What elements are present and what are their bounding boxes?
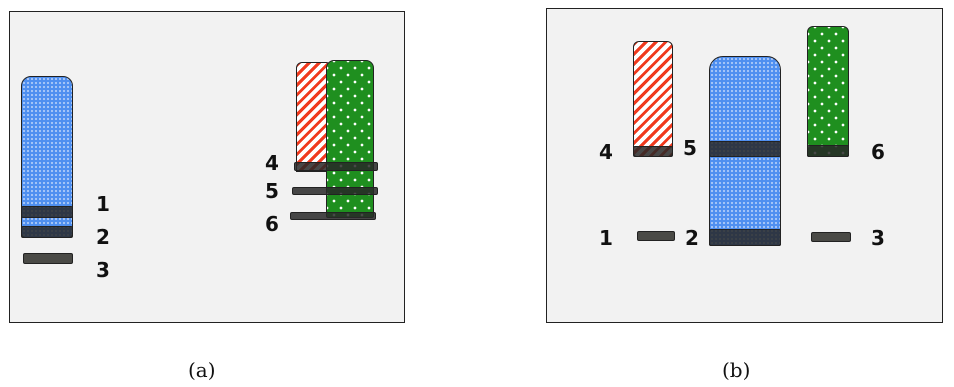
band-3 [811,232,851,242]
label-4: 4 [599,140,613,164]
panel-b: 4 5 6 1 2 3 [546,8,943,323]
red-column [633,41,673,157]
label-6: 6 [871,140,885,164]
band-3 [23,253,73,264]
band-6 [290,212,376,220]
band-4 [633,146,673,157]
caption-b: (b) [722,358,751,382]
band-4 [294,162,378,171]
band-5 [709,141,781,157]
label-1: 1 [96,192,110,216]
label-2: 2 [685,226,699,250]
green-column [807,26,849,157]
label-5: 5 [265,179,279,203]
panel-a: 1 2 3 4 5 6 [9,11,405,323]
label-5: 5 [683,136,697,160]
label-4: 4 [265,151,279,175]
band-6 [807,145,849,157]
label-3: 3 [96,258,110,282]
label-1: 1 [599,226,613,250]
label-2: 2 [96,225,110,249]
caption-a: (a) [188,358,216,382]
label-6: 6 [265,212,279,236]
label-3: 3 [871,226,885,250]
band-5 [292,187,378,195]
band-1 [21,206,73,218]
band-2 [21,226,73,238]
band-2 [709,229,781,246]
band-1 [637,231,675,241]
